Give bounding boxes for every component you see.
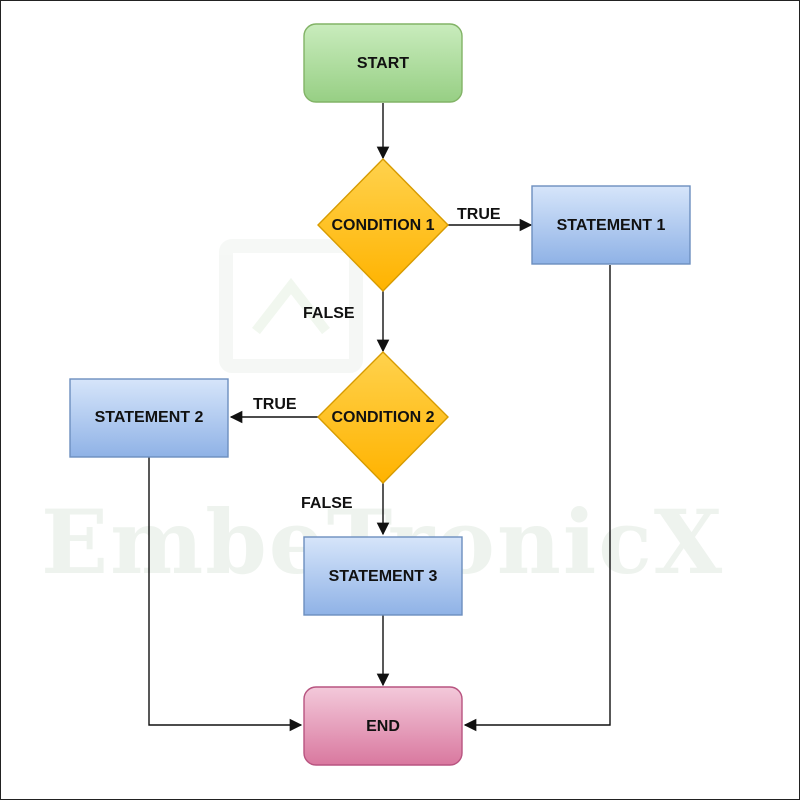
statement3-box xyxy=(303,536,463,616)
statement1-box xyxy=(531,185,691,265)
node-statement3: STATEMENT 3 xyxy=(303,536,463,616)
node-start: START xyxy=(303,23,463,103)
edge-label-c1-true: TRUE xyxy=(457,206,501,223)
edge-statement1-to-end xyxy=(463,265,611,732)
edge-statement2-to-end xyxy=(148,457,303,732)
statement3-label: STATEMENT 3 xyxy=(329,568,438,585)
statement2-box xyxy=(69,378,229,458)
edge-label-c2-false: FALSE xyxy=(301,495,353,512)
node-condition1: CONDITION 1 xyxy=(317,158,449,292)
condition2-diamond xyxy=(317,351,449,484)
condition1-label: CONDITION 1 xyxy=(331,217,434,234)
start-box xyxy=(303,23,463,103)
statement2-label: STATEMENT 2 xyxy=(95,409,204,426)
node-statement2: STATEMENT 2 xyxy=(69,378,229,458)
condition1-diamond xyxy=(317,158,449,292)
condition2-label: CONDITION 2 xyxy=(331,409,434,426)
chip-logo-watermark xyxy=(219,239,363,373)
edge-label-c2-true: TRUE xyxy=(253,396,297,413)
start-label: START xyxy=(357,55,409,72)
edges xyxy=(148,103,611,732)
statement1-label: STATEMENT 1 xyxy=(557,217,666,234)
node-condition2: CONDITION 2 xyxy=(317,351,449,484)
end-label: END xyxy=(366,718,400,735)
node-statement1: STATEMENT 1 xyxy=(531,185,691,265)
node-end: END xyxy=(303,686,463,766)
end-box xyxy=(303,686,463,766)
edge-label-c1-false: FALSE xyxy=(303,305,355,322)
